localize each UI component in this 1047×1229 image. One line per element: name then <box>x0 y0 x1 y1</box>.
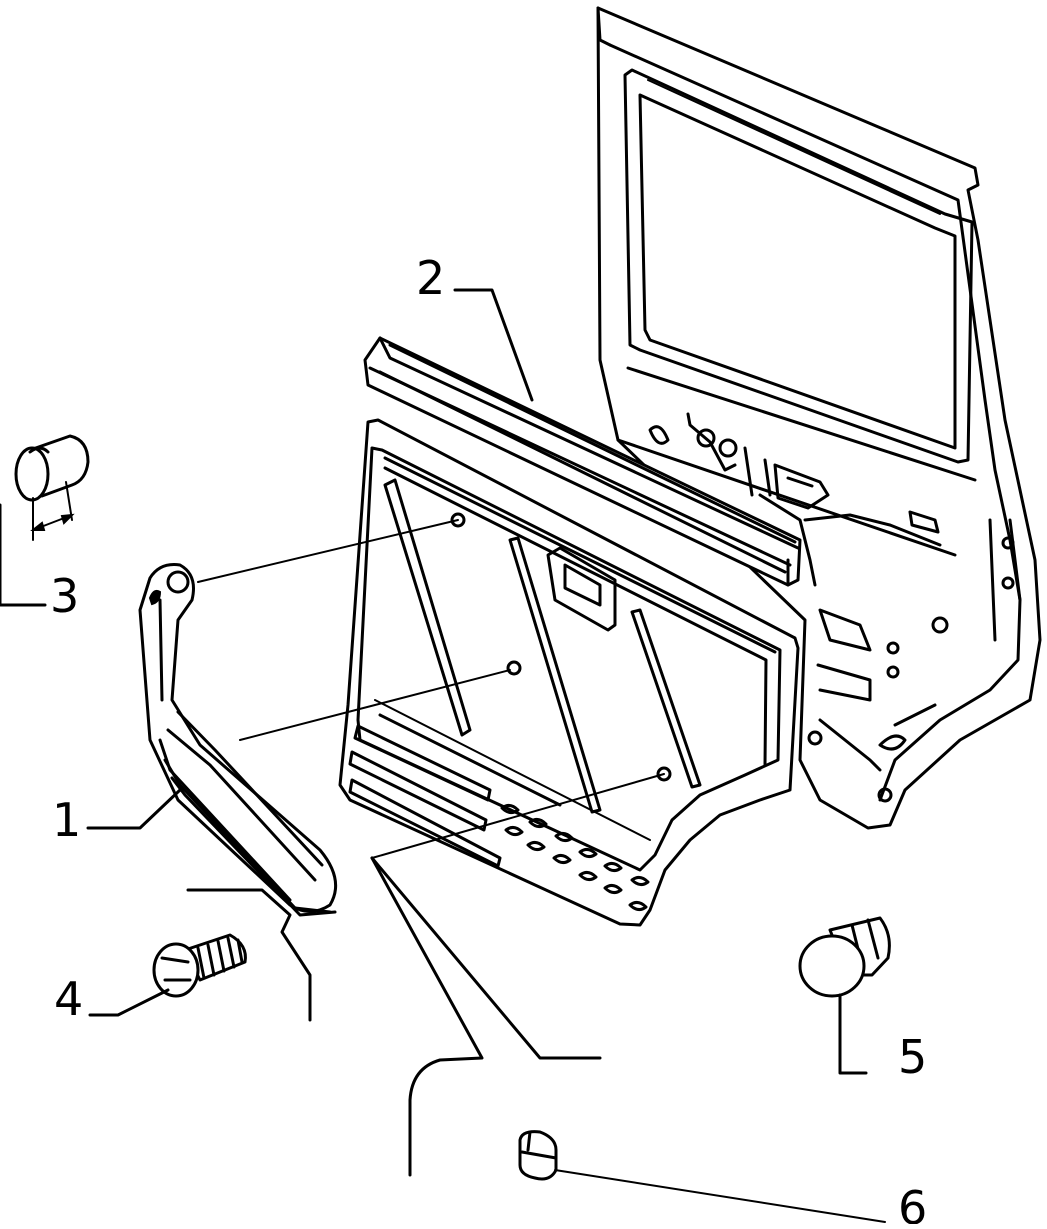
door-trim-panel <box>338 418 800 927</box>
part-4-screw <box>152 933 247 998</box>
part-1-armrest-handle <box>138 563 338 917</box>
part-6-clip <box>518 1130 558 1181</box>
door-shell <box>596 6 1042 830</box>
part-2-window-seal <box>363 336 802 587</box>
callout-6: 6 <box>898 1181 927 1224</box>
callout-labels: 1 2 3 4 5 6 <box>50 251 927 1229</box>
callout-4: 4 <box>54 972 83 1026</box>
leader-lines <box>0 288 886 1223</box>
part-3-grommet <box>14 434 90 541</box>
callout-1: 1 <box>52 793 81 847</box>
speaker-grille <box>500 803 650 912</box>
part-5-push-clip <box>798 916 891 998</box>
callout-3: 3 <box>50 569 79 623</box>
callout-2: 2 <box>416 251 445 305</box>
callout-5: 5 <box>898 1030 927 1084</box>
